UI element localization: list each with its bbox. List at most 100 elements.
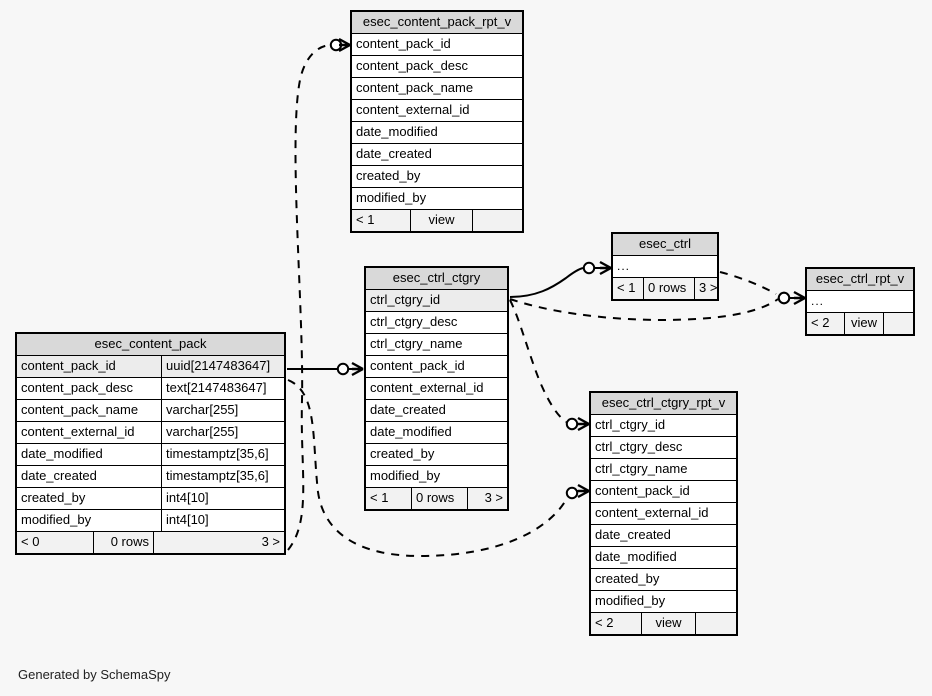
column-name: date_created <box>370 402 446 417</box>
table-row[interactable]: created_by int4[10] <box>17 488 284 510</box>
table-row[interactable]: date_created <box>352 144 522 166</box>
table-row[interactable]: modified_by <box>591 591 736 613</box>
table-row[interactable]: content_pack_name <box>352 78 522 100</box>
table-row[interactable]: created_by <box>366 444 507 466</box>
entity-footer: < 2 view <box>591 613 736 634</box>
table-row[interactable]: content_external_id <box>352 100 522 122</box>
table-row[interactable]: content_pack_id <box>352 34 522 56</box>
table-row[interactable]: ctrl_ctgry_name <box>591 459 736 481</box>
column-name: content_pack_id <box>370 358 465 373</box>
entity-esec-ctrl[interactable]: esec_ctrl ... < 1 0 rows 3 > <box>611 232 719 301</box>
parent-count[interactable]: < 1 <box>370 490 389 505</box>
child-count[interactable]: 3 > <box>153 532 284 553</box>
table-row[interactable]: ctrl_ctgry_id <box>591 415 736 437</box>
parent-count[interactable]: < 1 <box>356 212 375 227</box>
entity-title: esec_ctrl <box>613 234 717 256</box>
table-row[interactable]: ... <box>807 291 913 313</box>
column-name: date_modified <box>595 549 677 564</box>
column-name: date_created <box>595 527 671 542</box>
edge-ctrl-ctgry-to-ctrl-ctgry-rpt-v <box>509 299 591 432</box>
table-row[interactable]: content_external_id <box>591 503 736 525</box>
view-badge: view <box>641 613 695 634</box>
parent-count[interactable]: < 1 <box>617 280 636 295</box>
column-name: content_pack_name <box>356 80 474 95</box>
row-count: 0 rows <box>643 278 694 299</box>
column-name: date_modified <box>370 424 452 439</box>
generated-by-credit: Generated by SchemaSpy <box>18 667 171 682</box>
table-row[interactable]: content_pack_desc text[2147483647] <box>17 378 284 400</box>
table-row[interactable]: content_pack_id <box>591 481 736 503</box>
entity-esec-ctrl-rpt-v[interactable]: esec_ctrl_rpt_v ... < 2 view <box>805 267 915 336</box>
table-row[interactable]: modified_by <box>366 466 507 488</box>
table-row[interactable]: date_modified <box>366 422 507 444</box>
column-type: timestamptz[35,6] <box>161 466 284 487</box>
child-count[interactable] <box>472 210 522 231</box>
child-count[interactable]: 3 > <box>694 278 717 299</box>
column-name: modified_by <box>370 468 441 483</box>
column-name: created_by <box>21 490 86 505</box>
table-row[interactable]: date_created <box>366 400 507 422</box>
view-badge: view <box>844 313 883 334</box>
entity-esec-content-pack-rpt-v[interactable]: esec_content_pack_rpt_v content_pack_id … <box>350 10 524 233</box>
edge-content-pack-to-ctrl-ctgry <box>287 361 365 377</box>
table-row[interactable]: ctrl_ctgry_id <box>366 290 507 312</box>
column-type: timestamptz[35,6] <box>161 444 284 465</box>
child-count[interactable] <box>695 613 736 634</box>
table-row[interactable]: content_pack_name varchar[255] <box>17 400 284 422</box>
edge-content-pack-to-content-pack-rpt-v <box>287 37 352 551</box>
table-row[interactable]: ctrl_ctgry_desc <box>591 437 736 459</box>
entity-title: esec_ctrl_ctgry <box>366 268 507 290</box>
column-name: ctrl_ctgry_name <box>370 336 463 351</box>
edge-ctrl-ctgry-to-ctrl <box>509 260 613 298</box>
entity-esec-content-pack[interactable]: esec_content_pack content_pack_id uuid[2… <box>15 332 286 555</box>
entity-footer: < 1 0 rows 3 > <box>366 488 507 509</box>
column-name: date_modified <box>21 446 103 461</box>
parent-count[interactable]: < 2 <box>595 615 614 630</box>
column-type: int4[10] <box>161 510 284 531</box>
column-name: modified_by <box>356 190 427 205</box>
entity-title: esec_content_pack_rpt_v <box>352 12 522 34</box>
column-name: date_created <box>356 146 432 161</box>
table-row[interactable]: date_modified <box>352 122 522 144</box>
column-name: content_pack_desc <box>356 58 469 73</box>
table-row[interactable]: created_by <box>591 569 736 591</box>
entity-esec-ctrl-ctgry[interactable]: esec_ctrl_ctgry ctrl_ctgry_id ctrl_ctgry… <box>364 266 509 511</box>
table-row[interactable]: created_by <box>352 166 522 188</box>
column-name: created_by <box>595 571 660 586</box>
table-row[interactable]: date_modified timestamptz[35,6] <box>17 444 284 466</box>
table-row[interactable]: content_external_id <box>366 378 507 400</box>
column-type: varchar[255] <box>161 400 284 421</box>
table-row[interactable]: ... <box>613 256 717 278</box>
column-name: created_by <box>356 168 421 183</box>
table-row[interactable]: date_modified <box>591 547 736 569</box>
column-name: created_by <box>370 446 435 461</box>
table-row[interactable]: modified_by <box>352 188 522 210</box>
column-name: ctrl_ctgry_desc <box>595 439 683 454</box>
column-type: int4[10] <box>161 488 284 509</box>
parent-count[interactable]: < 0 <box>21 534 40 549</box>
table-row[interactable]: content_pack_id <box>366 356 507 378</box>
table-row[interactable]: content_pack_desc <box>352 56 522 78</box>
table-row[interactable]: modified_by int4[10] <box>17 510 284 532</box>
entity-title: esec_ctrl_rpt_v <box>807 269 913 291</box>
entity-esec-ctrl-ctgry-rpt-v[interactable]: esec_ctrl_ctgry_rpt_v ctrl_ctgry_id ctrl… <box>589 391 738 636</box>
table-row[interactable]: content_external_id varchar[255] <box>17 422 284 444</box>
table-row[interactable]: content_pack_id uuid[2147483647] <box>17 356 284 378</box>
column-name: content_external_id <box>370 380 484 395</box>
column-name: date_modified <box>356 124 438 139</box>
entity-title: esec_content_pack <box>17 334 284 356</box>
table-row[interactable]: ctrl_ctgry_name <box>366 334 507 356</box>
entity-footer: < 0 0 rows 3 > <box>17 532 284 553</box>
column-name: modified_by <box>21 512 92 527</box>
entity-footer: < 2 view <box>807 313 913 334</box>
column-type: uuid[2147483647] <box>161 356 284 377</box>
table-row[interactable]: ctrl_ctgry_desc <box>366 312 507 334</box>
parent-count[interactable]: < 2 <box>811 315 830 330</box>
child-count[interactable]: 3 > <box>467 488 507 509</box>
column-name-ellipsis: ... <box>617 259 631 273</box>
table-row[interactable]: date_created timestamptz[35,6] <box>17 466 284 488</box>
child-count[interactable] <box>883 313 913 334</box>
table-row[interactable]: date_created <box>591 525 736 547</box>
column-name: content_external_id <box>595 505 709 520</box>
